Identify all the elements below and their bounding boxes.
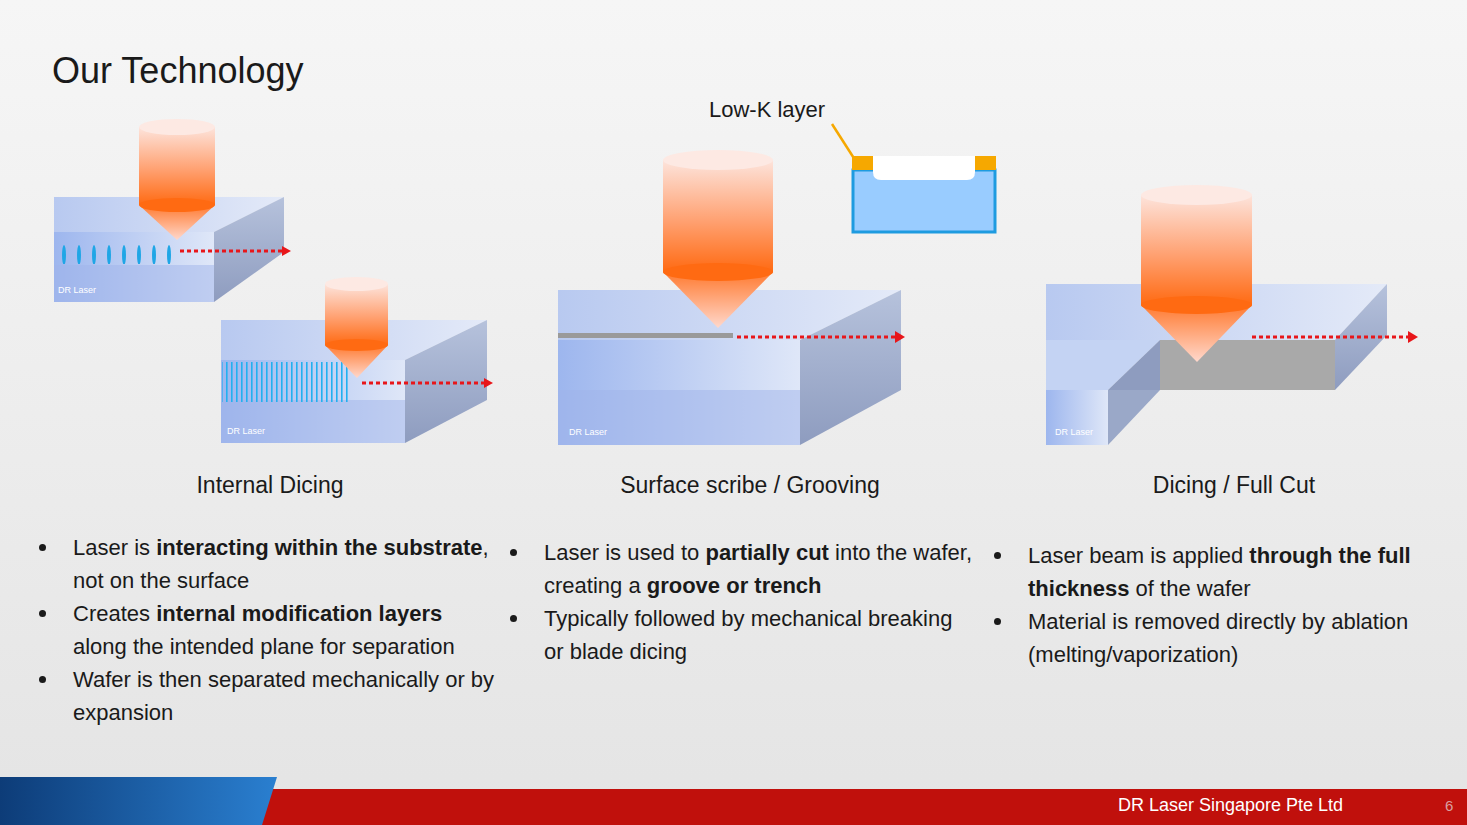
footer-text: DR Laser Singapore Pte Ltd	[1118, 795, 1343, 816]
bullet-marker	[510, 615, 517, 622]
bullet-marker	[510, 549, 517, 556]
bullet-marker	[39, 610, 46, 617]
page-number: 6	[1445, 797, 1453, 814]
watermark: DR Laser	[569, 427, 607, 437]
bullet-marker	[994, 552, 1001, 559]
section-heading: Surface scribe / Grooving	[620, 472, 880, 499]
bullet-marker	[39, 676, 46, 683]
callout-label: Low-K layer	[709, 97, 825, 123]
section-heading: Internal Dicing	[196, 472, 343, 499]
bullet-marker	[39, 544, 46, 551]
watermark: DR Laser	[58, 285, 96, 295]
bullet-text: Wafer is then separated mechanically or …	[73, 663, 498, 729]
bullet-text: Laser is used to partially cut into the …	[544, 536, 974, 602]
bullet-text: Typically followed by mechanical breakin…	[544, 602, 974, 668]
bullet-text: Laser is interacting within the substrat…	[73, 531, 498, 597]
section-heading: Dicing / Full Cut	[1153, 472, 1315, 499]
bullet-marker	[994, 618, 1001, 625]
watermark: DR Laser	[1055, 427, 1093, 437]
slide-title: Our Technology	[52, 50, 304, 92]
bullet-text: Creates internal modification layers alo…	[73, 597, 498, 663]
bullet-text: Material is removed directly by ablation…	[1028, 605, 1453, 671]
bullet-text: Laser beam is applied through the full t…	[1028, 539, 1453, 605]
watermark: DR Laser	[227, 426, 265, 436]
